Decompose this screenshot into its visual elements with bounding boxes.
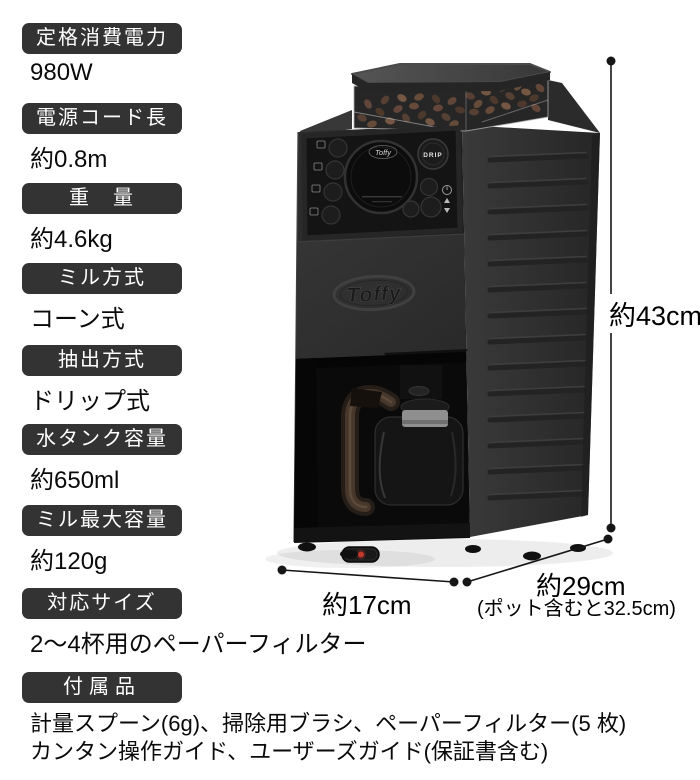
- mode-icons: [309, 140, 326, 216]
- spec-value: 約0.8m: [30, 146, 108, 173]
- spec-cord-length: 電源コード長 約0.8m: [22, 103, 182, 174]
- side-panel-ridges: [487, 151, 589, 501]
- depth-dimension-note: (ポット含むと32.5cm): [477, 598, 676, 620]
- carafe-lid-knob: [408, 386, 430, 396]
- spec-accessories: 付属品 計量スプーン(6g)、掃除用ブラシ、ペーパーフィルター(5 枚) カンタ…: [22, 672, 626, 766]
- spec-label: 電源コード長: [22, 103, 182, 134]
- display-logo-text: Toffy: [375, 148, 392, 157]
- spec-value: 約650ml: [30, 467, 120, 494]
- machine-feet: [298, 542, 586, 561]
- bean-hopper: [351, 63, 551, 132]
- carafe: [341, 365, 464, 516]
- spec-value: 約120g: [30, 548, 108, 575]
- spec-label: 対応サイズ: [22, 588, 182, 619]
- timer-button: [419, 177, 439, 197]
- spec-value: ドリップ式: [30, 388, 150, 415]
- side-panel: [462, 125, 600, 537]
- spec-label: 抽出方式: [22, 345, 182, 376]
- spec-brew-method: 抽出方式 ドリップ式: [22, 345, 182, 416]
- spec-label: 定格消費電力: [22, 23, 182, 54]
- carafe-cavity: [294, 352, 470, 542]
- toffy-front-logo-text: Toffy: [346, 282, 403, 308]
- depth-dimension-line: [462, 534, 613, 587]
- clean-button: [402, 200, 420, 218]
- control-panel: Toffy DRIP: [301, 125, 463, 241]
- spec-value-line-2: カンタン操作ガイド、ユーザーズガイド(保証書含む): [30, 739, 549, 764]
- spec-label: 付属品: [22, 672, 182, 703]
- cup-button: [420, 196, 442, 218]
- spec-value-line-1: 計量スプーン(6g)、掃除用ブラシ、ペーパーフィルター(5 枚): [30, 711, 627, 736]
- spec-tank-capacity: 水タンク容量 約650ml: [22, 424, 182, 495]
- front-logo-panel: Toffy: [296, 233, 468, 373]
- spec-label: ミル方式: [22, 263, 182, 294]
- spec-value: 約4.6kg: [30, 226, 113, 253]
- depth-dimension-label: 約29cm: [536, 571, 626, 601]
- timer-icon: [442, 185, 452, 195]
- spec-label: 重 量: [22, 183, 182, 214]
- height-dimension-label: 約43cm: [607, 294, 700, 333]
- carafe-metal-band: [402, 410, 448, 427]
- spec-filter-size: 対応サイズ 2〜4杯用のペーパーフィルター: [22, 588, 367, 659]
- spec-mill-capacity: ミル最大容量 約120g: [22, 505, 182, 576]
- spec-label: ミル最大容量: [22, 505, 182, 536]
- width-dimension-line: [277, 565, 459, 587]
- mode-buttons: [321, 138, 348, 225]
- spec-weight: 重 量 約4.6kg: [22, 183, 182, 254]
- spec-label: 水タンク容量: [22, 424, 182, 455]
- spec-value: 980W: [30, 59, 93, 86]
- lcd-display: [343, 139, 419, 215]
- spec-value: コーン式: [30, 306, 125, 333]
- carafe-handle: [341, 384, 400, 516]
- hopper-lid: [351, 63, 551, 92]
- drip-button: DRIP: [417, 138, 449, 170]
- drip-button-label: DRIP: [423, 152, 443, 159]
- up-arrow-icon: [444, 198, 450, 203]
- down-arrow-icon: [444, 208, 450, 213]
- display-logo-badge: [368, 145, 398, 159]
- carafe-glass-body: [374, 416, 464, 506]
- coffee-beans: [357, 81, 545, 128]
- spec-mill-type: ミル方式 コーン式: [22, 263, 182, 334]
- width-dimension-label: 約17cm: [322, 590, 412, 620]
- spec-value: 2〜4杯用のペーパーフィルター: [30, 631, 367, 658]
- toffy-front-logo: Toffy: [332, 274, 416, 312]
- spec-rated-power: 定格消費電力 980W: [22, 23, 182, 87]
